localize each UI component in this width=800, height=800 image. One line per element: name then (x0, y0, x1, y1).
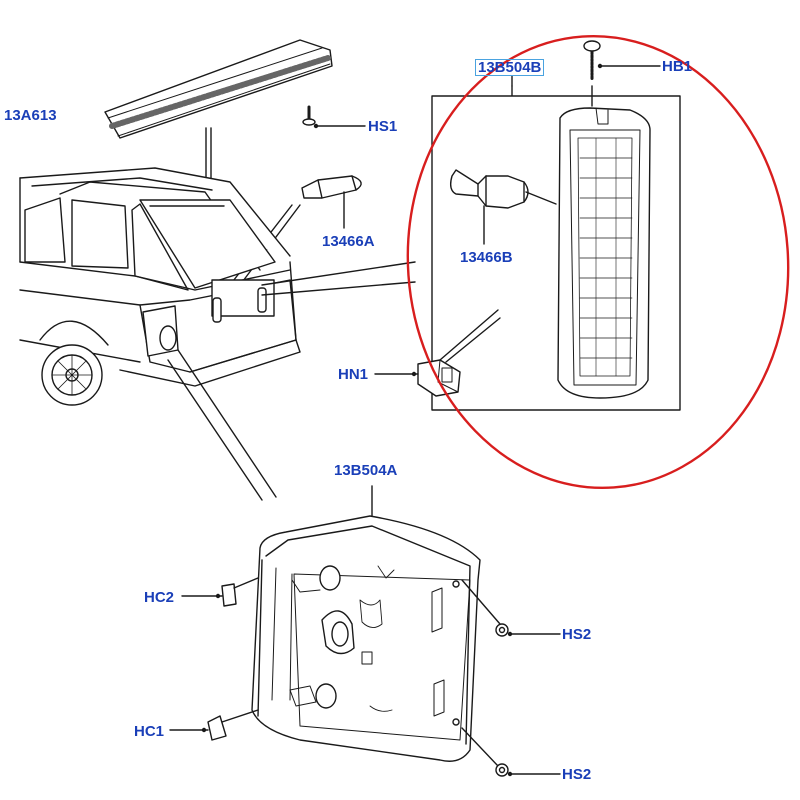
label-hs1: HS1 (368, 118, 398, 135)
label-hb1: HB1 (662, 58, 693, 75)
stop-lamp-strip (104, 39, 333, 139)
label-13466a: 13466A (322, 233, 375, 250)
connector-hn1 (374, 359, 461, 397)
label-hs2-lower: HS2 (562, 766, 592, 783)
label-13466b: 13466B (460, 249, 513, 266)
screw-hb1 (583, 40, 661, 107)
label-hs2-upper: HS2 (562, 626, 592, 643)
label-13b504a: 13B504A (334, 462, 398, 479)
main-lamp-13b504a (251, 485, 481, 762)
inner-lamp-13b504b (557, 107, 651, 399)
screw-hs2-lower (461, 727, 561, 777)
screw-hs2-upper (461, 579, 561, 637)
label-hc1: HC1 (134, 723, 165, 740)
label-hc2: HC2 (144, 589, 175, 606)
clip-hc1 (169, 709, 259, 741)
clip-hc2 (181, 577, 259, 607)
callout-bracket-13b504b (431, 75, 681, 411)
label-13a613: 13A613 (4, 107, 57, 124)
vehicle-illustration (19, 167, 301, 406)
screw-hs1 (302, 105, 366, 129)
label-13b504b: 13B504B (474, 59, 545, 76)
label-hn1: HN1 (338, 366, 369, 383)
bulb-13466b (449, 169, 557, 245)
bulb-13466a (301, 175, 362, 229)
highlight-ring (406, 34, 790, 490)
